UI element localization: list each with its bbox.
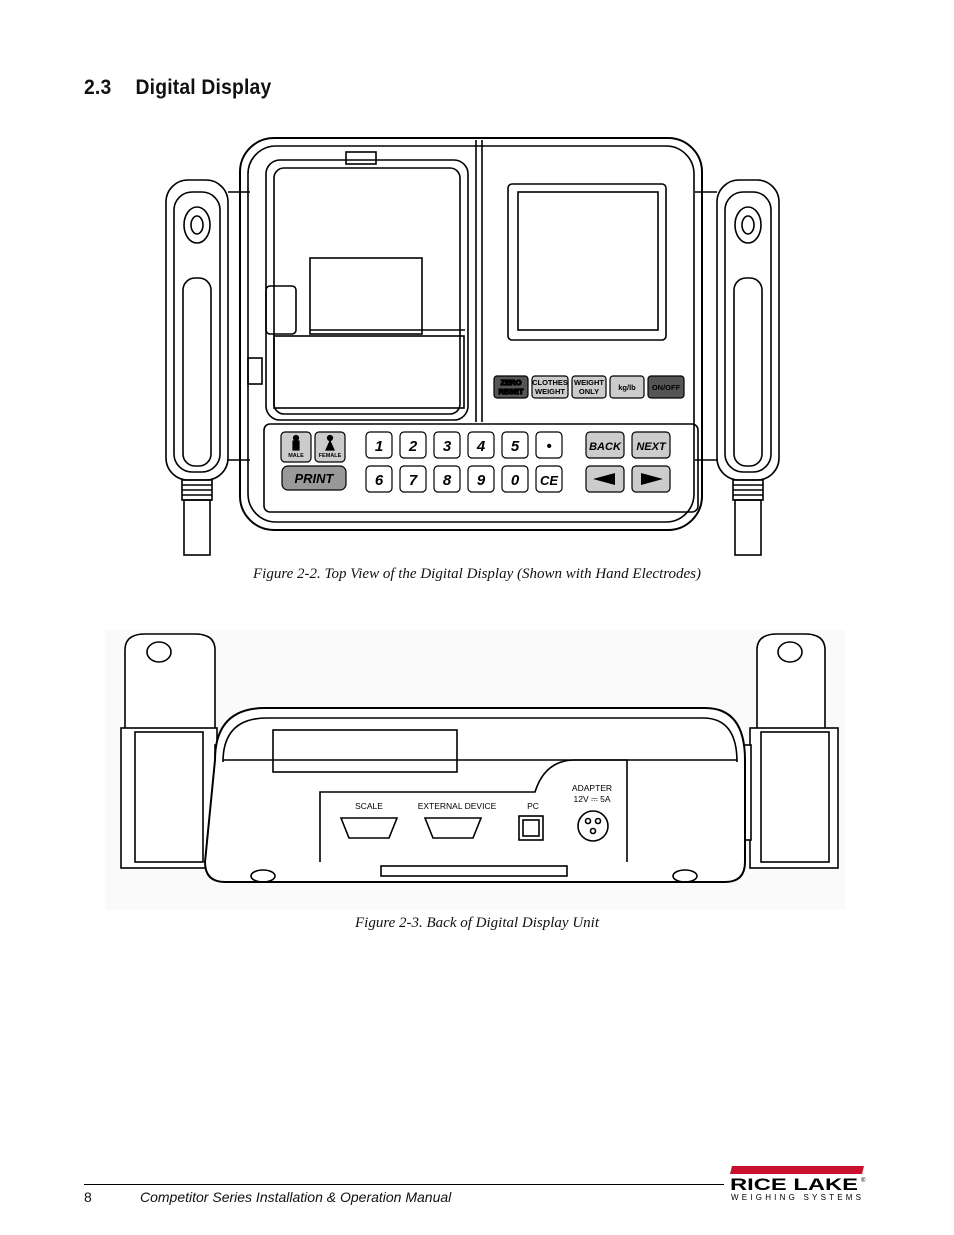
kglb-label: kg/lb [618, 383, 636, 392]
right-arrow-icon [641, 473, 663, 485]
weight-only-label-2: ONLY [579, 387, 599, 396]
port-scale-label: SCALE [355, 801, 383, 811]
key-ce: CE [540, 473, 558, 488]
figure-2-3-caption: Figure 2-3. Back of Digital Display Unit [355, 915, 599, 931]
section-title: Digital Display [135, 76, 272, 99]
key-6: 6 [375, 472, 384, 489]
zero-label: ZERO [501, 378, 522, 387]
next-label: NEXT [636, 441, 667, 453]
digital-display-back-view: SCALE EXTERNAL DEVICE PC ADAPTER 12V ⎓ 5… [105, 630, 845, 910]
onoff-label: ON/OFF [652, 383, 681, 392]
key-0: 0 [511, 472, 520, 489]
port-external-device-label: EXTERNAL DEVICE [418, 801, 497, 811]
port-pc-label: PC [527, 801, 539, 811]
female-label: FEMALE [319, 453, 342, 459]
weight-only-label-1: WEIGHT [574, 378, 604, 387]
clothes-label: CLOTHES [532, 378, 568, 387]
reset-label: RESET [498, 387, 523, 396]
key-5: 5 [511, 438, 520, 455]
key-4: 4 [476, 438, 486, 455]
key-9: 9 [477, 472, 486, 489]
page-number: 8 [84, 1189, 92, 1205]
section-heading: 2.3 Digital Display [84, 76, 271, 100]
port-adapter-rating: 12V ⎓ 5A [573, 794, 610, 804]
section-number: 2.3 [84, 76, 112, 99]
key-7: 7 [409, 472, 418, 489]
key-2: 2 [408, 438, 418, 455]
logo-registered-mark: ® [861, 1177, 866, 1184]
logo-main-text: RICE LAKE [730, 1175, 858, 1194]
logo-sub-text: WEIGHING SYSTEMS [731, 1193, 861, 1202]
manual-title: Competitor Series Installation & Operati… [140, 1189, 452, 1205]
weight-label: WEIGHT [535, 387, 565, 396]
back-label: BACK [589, 441, 622, 453]
left-arrow-icon [593, 473, 615, 485]
key-dot: • [546, 438, 551, 455]
footer-rule [84, 1184, 724, 1185]
key-8: 8 [443, 472, 452, 489]
print-label: PRINT [295, 471, 335, 486]
key-1: 1 [375, 438, 383, 455]
digital-display-top-view: ZERO RESET CLOTHES WEIGHT WEIGHT ONLY kg… [165, 137, 780, 556]
figure-2-2-caption: Figure 2-2. Top View of the Digital Disp… [252, 566, 702, 582]
rice-lake-logo: RICE LAKE ® WEIGHING SYSTEMS [730, 1166, 866, 1202]
key-3: 3 [443, 438, 452, 455]
port-adapter-label: ADAPTER [572, 783, 612, 793]
male-label: MALE [288, 453, 304, 459]
